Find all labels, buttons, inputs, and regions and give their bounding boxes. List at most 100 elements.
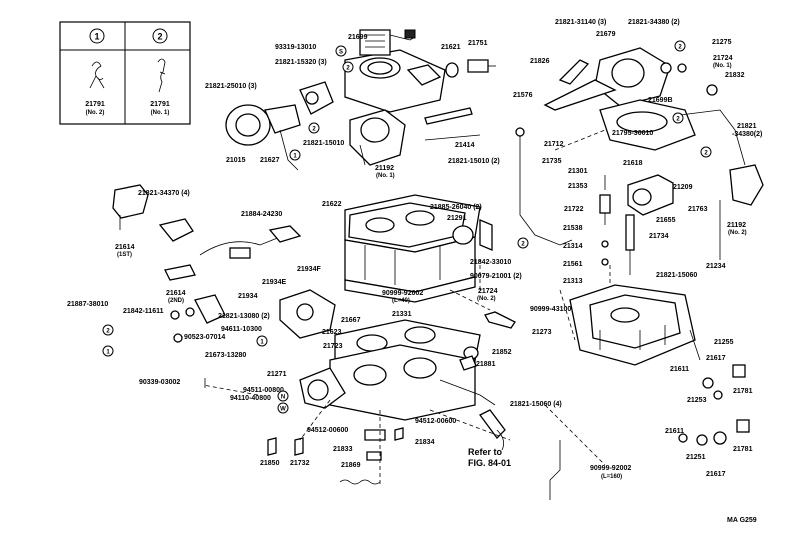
label-21192-no1-note: (No. 1): [376, 173, 395, 179]
label-21271: 21271: [267, 371, 287, 378]
label-21627: 21627: [260, 157, 280, 164]
label-21301: 21301: [568, 168, 588, 175]
marker-n: N: [281, 395, 285, 401]
label-refer-to: Refer to: [468, 447, 503, 457]
label-21015: 21015: [226, 157, 246, 164]
label-21331: 21331: [392, 311, 412, 318]
label-21614-1st: 21614: [115, 244, 135, 251]
left-side-parts: [170, 289, 336, 343]
label-21192-no2-note: (No. 2): [728, 230, 747, 236]
marker-2-c: 2: [678, 45, 682, 51]
diaphragm-21192-no1: [349, 109, 406, 166]
label-21275: 21275: [712, 39, 732, 46]
label-90523-07014: 90523-07014: [184, 334, 225, 341]
label-21576: 21576: [513, 92, 533, 99]
label-21821-34380: 21821-34380 (2): [628, 19, 680, 26]
air-horn-assembly: [344, 29, 446, 113]
clip-no2-icon: [89, 61, 105, 89]
label-21614-2nd-note: (2ND): [168, 298, 184, 304]
label-21821-13080: 21821-13080 (2): [218, 313, 270, 320]
label-21934: 21934: [238, 293, 258, 300]
part-21621-21751: [445, 59, 496, 78]
marker-2-a: 2: [346, 66, 350, 72]
choke-21209: [627, 164, 764, 260]
label-90999-92002: 90999-92002: [382, 290, 423, 297]
label-21821-34370: 21821-34370 (4): [138, 190, 190, 197]
label-21611: 21611: [670, 366, 689, 373]
needle-parts: [599, 175, 635, 275]
label-90339-03002: 90339-03002: [139, 379, 180, 386]
marker-2-d: 2: [676, 117, 680, 123]
label-21253: 21253: [687, 397, 707, 404]
label-21834: 21834: [415, 439, 435, 446]
legend-marker-2: 2: [157, 32, 162, 42]
label-21724-no2: 21724: [478, 288, 498, 295]
label-21209: 21209: [673, 184, 693, 191]
throttle-body: [299, 344, 496, 421]
label-21732: 21732: [290, 460, 310, 467]
label-21869: 21869: [341, 462, 361, 469]
label-21821-15010: 21821-15010: [303, 140, 344, 147]
label-21538: 21538: [563, 225, 583, 232]
label-34380: -34380(2): [732, 131, 762, 138]
label-90999-92002-note: (L=40): [392, 298, 410, 304]
label-21735: 21735: [542, 158, 562, 165]
label-94110-40800: 94110-40800: [230, 395, 271, 402]
label-21617: 21617: [706, 355, 726, 362]
legend-note-1: (No. 2): [86, 110, 105, 116]
label-21313: 21313: [563, 278, 583, 285]
rod-21735: [515, 127, 573, 246]
right-fittings: [678, 364, 750, 446]
label-21561: 21561: [563, 261, 583, 268]
label-90999-43100: 90999-43100: [530, 306, 571, 313]
label-21826: 21826: [530, 58, 550, 65]
label-21679: 21679: [596, 31, 616, 38]
marker-1-b: 1: [260, 340, 264, 346]
legend-marker-1: 1: [94, 32, 99, 42]
top-right-assembly: [543, 47, 746, 166]
label-21614-2nd: 21614: [166, 290, 186, 297]
label-21781: 21781: [733, 388, 753, 395]
label-21821-15060: 21821-15060: [656, 272, 697, 279]
main-body-21622: [344, 194, 481, 303]
dashed-leaders: [202, 129, 611, 485]
label-21314: 21314: [563, 243, 583, 250]
label-21255: 21255: [714, 339, 734, 346]
label-90079-21001: 90079-21001 (2): [470, 273, 522, 280]
label-94611-10300: 94611-10300: [221, 326, 262, 333]
solenoid-21614: [112, 184, 302, 281]
label-21850: 21850: [260, 460, 280, 467]
legend-note-2: (No. 1): [151, 110, 170, 116]
label-21842-11611: 21842-11611: [123, 308, 164, 315]
label-21842-33010: 21842-33010: [470, 259, 511, 266]
label-21881: 21881: [476, 361, 496, 368]
diagram-code: MA G259: [727, 517, 757, 524]
marker-1-c: 1: [106, 350, 110, 356]
label-21821-31140: 21821-31140 (3): [555, 19, 606, 26]
label-21781-b: 21781: [733, 446, 753, 453]
clip-no1-icon: [157, 58, 166, 93]
label-21833: 21833: [333, 446, 353, 453]
label-21273: 21273: [532, 329, 552, 336]
label-21614-1st-note: (1ST): [117, 252, 132, 258]
label-21722: 21722: [564, 206, 584, 213]
label-21667: 21667: [341, 317, 361, 324]
marker-1-a: 1: [293, 154, 297, 160]
label-21618: 21618: [623, 160, 643, 167]
small-fittings: [459, 311, 516, 371]
lower-body-90999-43100: [569, 284, 701, 366]
label-21884-24230: 21884-24230: [241, 211, 282, 218]
label-21852: 21852: [492, 349, 512, 356]
label-21622: 21622: [322, 201, 342, 208]
legend-box: 1 2 21791 (No. 2) 21791 (No. 1): [59, 21, 191, 125]
label-21623: 21623: [322, 329, 342, 336]
label-21832: 21832: [725, 72, 745, 79]
label-21724-no1-note: (No. 1): [713, 63, 732, 69]
marker-w: W: [280, 407, 286, 413]
label-90999-92002-b-note: (L=160): [601, 474, 622, 480]
marker-2-f: 2: [521, 242, 525, 248]
marker-2-b: 2: [312, 127, 316, 133]
label-21821: 21821: [737, 123, 757, 130]
label-21795-30010: 21795-30010: [612, 130, 653, 137]
circle-markers: S 2 2 1 2 2 2 2 2 1 1 N W: [102, 40, 712, 414]
